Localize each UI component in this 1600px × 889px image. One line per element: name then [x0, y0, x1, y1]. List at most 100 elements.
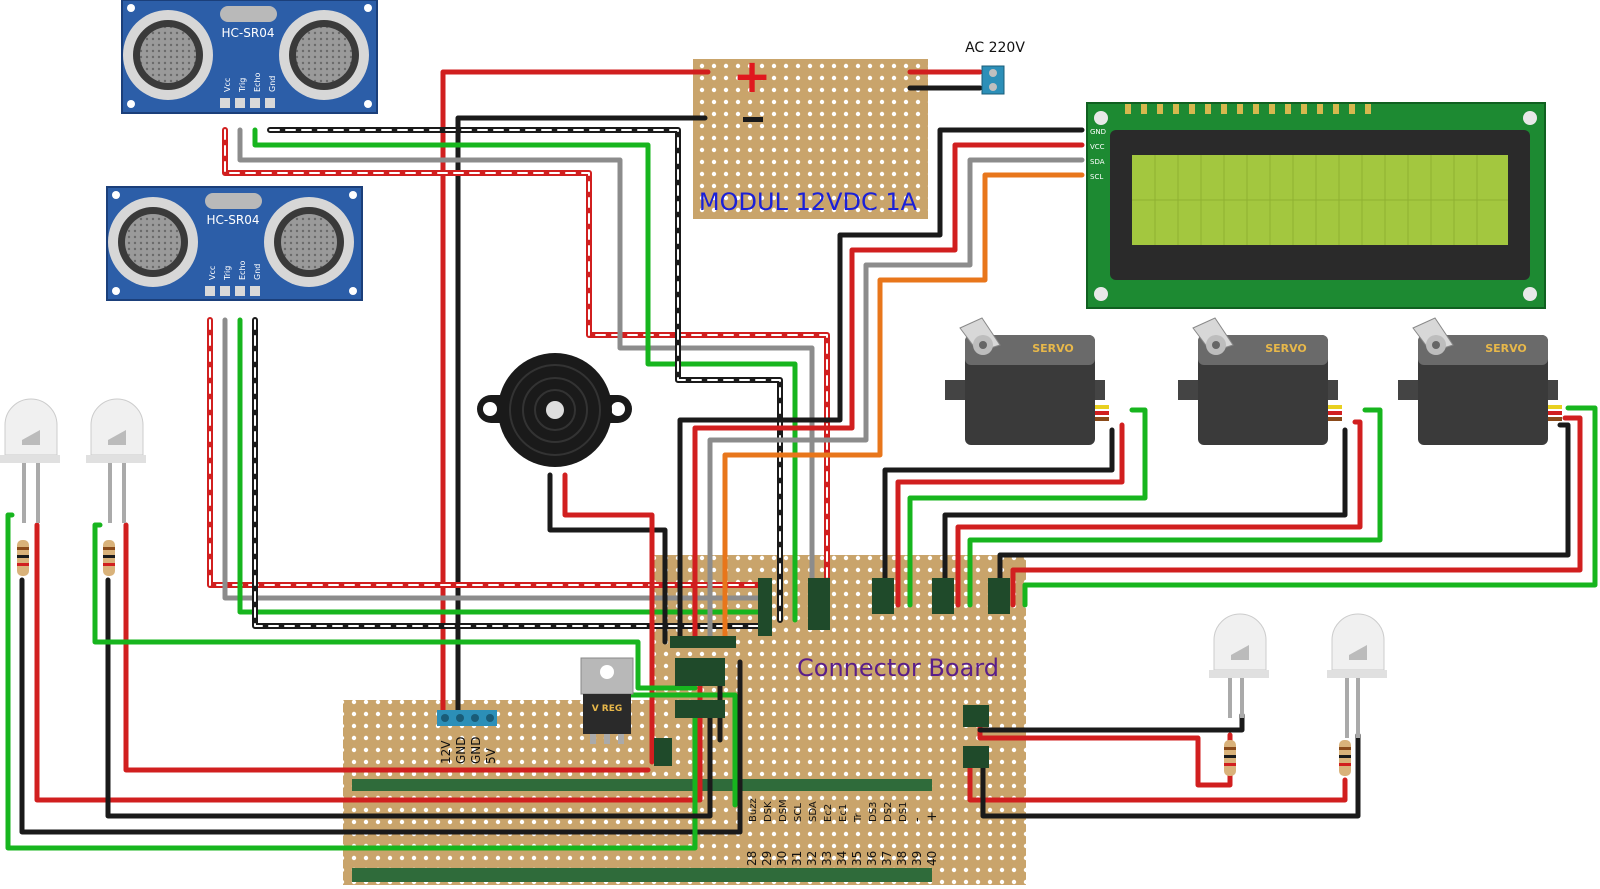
wire-servo2-sig [967, 407, 1383, 608]
lcd-pin-scl: SCL [1090, 173, 1103, 181]
sensor-2-pin-labels: Vcc Trig Echo Gnd [208, 260, 262, 281]
wire-s2-gnd-dash [254, 319, 763, 627]
led-2 [86, 398, 146, 576]
wire-s1-vcc-dash [224, 129, 828, 599]
lcd-pin-labels: GND VCC SDA SCL [1090, 128, 1106, 181]
pin-number-36: 36 [865, 851, 879, 866]
wire-led3-red [977, 715, 1233, 788]
wire-s1-echo [252, 127, 798, 623]
transducer-right [279, 10, 369, 100]
wire-led4-red [967, 755, 1348, 803]
servo-3-label: SERVO [1485, 342, 1527, 355]
signal-label-ds3: DS3 [868, 802, 879, 822]
arduino-header-strip-bottom [352, 868, 932, 882]
signal-label-ec2: Ec2 [823, 804, 834, 822]
sensor-2-pin-trig: Trig [223, 266, 232, 281]
signal-label-ec1: Ec1 [838, 804, 849, 822]
servo-2: SERVO [1178, 317, 1342, 445]
transducer-left [108, 197, 198, 287]
servo-2-label: SERVO [1265, 342, 1307, 355]
wire-led2-cathode [105, 577, 713, 819]
sensor-1-pin-gnd: Gnd [268, 76, 277, 92]
buzzer [477, 353, 632, 467]
wire-led1-anode [34, 522, 703, 803]
wire-lcd-sda [707, 157, 1085, 645]
connector-board-label: Connector Board [797, 654, 999, 682]
power-module-plus: + [733, 49, 772, 103]
pin-number-38: 38 [895, 851, 909, 866]
wire-gnd-main [455, 115, 708, 715]
pin-number-40: 40 [925, 851, 939, 866]
pin-number-34: 34 [835, 851, 849, 866]
servo-1: SERVO [945, 317, 1109, 445]
connector-headers [654, 578, 1010, 768]
wire-led1-cathode [19, 577, 743, 835]
lcd-char-grid [1132, 155, 1508, 245]
lcd-pin-sda: SDA [1090, 158, 1105, 166]
wires [5, 69, 1598, 851]
wire-servo3-gnd [997, 422, 1571, 608]
vreg-label: V REG [592, 704, 623, 714]
signal-label-buzz: Buzz [748, 798, 759, 822]
pin-number-35: 35 [850, 851, 864, 866]
lcd-display: GND VCC SDA SCL [1086, 102, 1546, 309]
lcd-top-pins [1125, 104, 1371, 114]
sensor-1-model: HC-SR04 [222, 26, 275, 40]
wire-buzzer-neg [547, 472, 668, 645]
wire-lcd-scl [722, 172, 1085, 645]
sensor-2-pins [205, 286, 260, 296]
wire-lcd-vcc [692, 142, 1085, 645]
sensor-1-pin-vcc: Vcc [223, 78, 232, 92]
power-module-labels: + MODUL 12VDC 1A [699, 49, 918, 216]
wire-servo2-vcc [955, 419, 1363, 608]
pin-number-33: 33 [820, 851, 834, 866]
power-pin-5v: 5V [484, 747, 498, 764]
wire-servo3-sig [1022, 405, 1598, 608]
pin-number-28: 28 [745, 851, 759, 866]
sensor-2-model: HC-SR04 [207, 213, 260, 227]
power-module-minus-mark [743, 117, 763, 122]
signal-label-dsk: DSK [763, 801, 774, 822]
wire-servo1-sig [907, 407, 1148, 608]
sensor-2-pin-vcc: Vcc [208, 266, 217, 280]
led-4 [1327, 613, 1387, 776]
wire-lcd-gnd [677, 127, 1085, 645]
wire-led2-anode [123, 522, 651, 773]
wire-s2-echo [237, 317, 765, 615]
sensor-1-pin-echo: Echo [253, 72, 262, 92]
sensor-1-pin-labels: Vcc Trig Echo Gnd [223, 72, 277, 93]
wire-led3-black [977, 712, 1245, 733]
wire-s2-vcc-dash [209, 319, 763, 586]
wire-vreg-in [617, 692, 738, 808]
pin-number-37: 37 [880, 851, 894, 866]
pin-number-29: 29 [760, 851, 774, 866]
wire-12v [440, 69, 711, 715]
sensor-1-pins [220, 98, 275, 108]
transducer-left [123, 10, 213, 100]
signal-label-ds1: DS1 [898, 802, 909, 822]
ac-terminal-block: AC 220V [965, 40, 1025, 95]
sensor-2-pin-gnd: Gnd [253, 264, 262, 280]
wire-led1-green [5, 512, 698, 851]
voltage-regulator: V REG [580, 657, 634, 744]
lcd-pin-gnd: GND [1090, 128, 1106, 136]
ultrasonic-sensor-2: HC-SR04 Vcc Trig Echo Gnd [106, 186, 363, 301]
power-module-board [693, 59, 928, 219]
arduino-header-strip-top [352, 779, 932, 791]
signal-label-sda: SDA [808, 801, 819, 822]
signal-label-tr: Tr [853, 812, 864, 823]
arduino-signal-labels: Buzz DSK DSM SCL SDA Ec2 Ec1 Tr DS3 DS2 … [748, 798, 940, 823]
power-pin-12v: 12V [439, 740, 453, 764]
power-pin-gnd-2: GND [469, 736, 483, 764]
wire-led4-black [980, 732, 1361, 819]
transducer-right [264, 197, 354, 287]
signal-label-dsm: DSM [778, 799, 789, 822]
led-3 [1209, 613, 1269, 776]
pin-number-31: 31 [790, 851, 804, 866]
wire-s1-gnd-dash [269, 129, 781, 621]
lcd-pin-vcc: VCC [1090, 143, 1105, 151]
wire-servo1-vcc [895, 422, 1125, 608]
wire-buzzer-pos [562, 472, 655, 765]
pin-number-39: 39 [910, 851, 924, 866]
